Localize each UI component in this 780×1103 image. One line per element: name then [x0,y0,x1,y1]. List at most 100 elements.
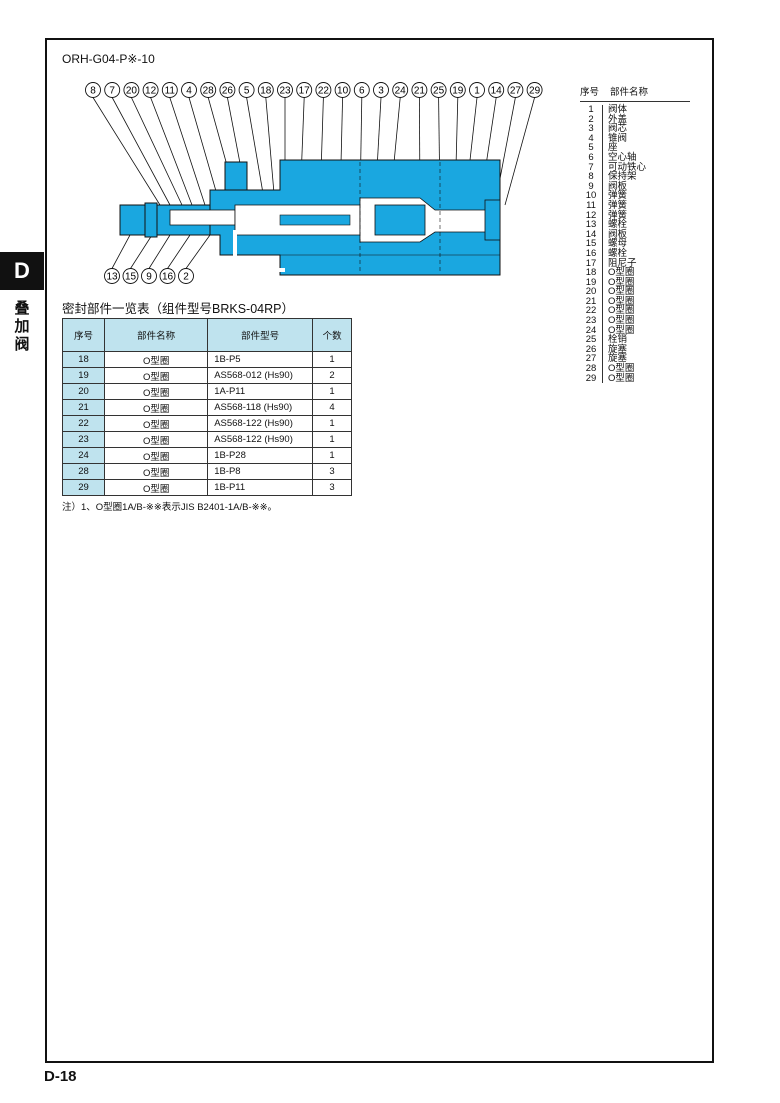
callout-circle [178,268,194,284]
part-no: 26 [585,343,597,355]
callout-leader [130,234,153,269]
cell-qty: 2 [312,367,352,384]
cell-name: O型圈 [104,431,209,448]
callout-circle [85,82,101,98]
section-label-char: 叠 [14,300,30,317]
part-no: 13 [585,219,597,231]
seal-table-title: 密封部件一览表（组件型号BRKS-04RP） [62,302,294,316]
part-no: 7 [588,161,594,173]
callout-label: 10 [337,86,349,97]
cell-model: AS568-012 (Hs90) [207,367,314,384]
callout-label: 22 [318,86,330,97]
cell-name: O型圈 [104,415,209,432]
callout-circle [122,268,139,284]
header-model: 部件型号 [207,318,314,352]
part-no: 1 [588,104,594,115]
cell-name: O型圈 [104,479,209,496]
callout-label: 27 [510,86,522,97]
cell-model: AS568-122 (Hs90) [207,415,314,432]
cell-model: AS568-122 (Hs90) [207,431,314,448]
callout-circle [296,82,313,98]
part-name: 螺栓 [602,249,627,259]
parts-header-no: 序号 [580,87,600,98]
part-name: 阀芯 [602,124,627,134]
callout-label: 11 [165,86,176,97]
cell-qty: 3 [312,479,352,496]
part-name: O型圈 [602,374,634,384]
callout-label: 25 [433,86,445,97]
callout-label: 4 [186,86,192,97]
callout-label: 16 [162,272,174,283]
part-no: 12 [585,209,597,221]
callout-circle [159,268,176,284]
callout-circle [238,82,255,98]
part-name: 旋塞 [602,354,627,365]
part-no: 23 [585,315,597,327]
part-name: 锥阀 [602,134,627,144]
part-name: 螺母 [602,239,627,249]
part-name: 弹簧 [602,191,627,201]
part-name: 阻尼子 [602,258,637,269]
callout-circle [142,82,159,98]
cell-no: 18 [61,351,106,368]
callout-circle [123,82,140,98]
callout-circle [411,82,428,98]
part-no: 15 [585,238,597,250]
part-no: 2 [588,113,594,125]
part-name: 座 [602,143,618,153]
part-name: 螺栓 [602,220,627,230]
callout-leader [169,97,206,206]
callout-label: 20 [126,86,138,97]
cell-qty: 1 [312,383,352,400]
header-name: 部件名称 [104,318,209,352]
callout-label: 14 [491,86,503,97]
callout-circle [161,82,178,98]
callout-label: 21 [414,86,426,97]
part-no: 9 [588,180,594,192]
cell-no: 22 [61,415,106,432]
part-name: 阀板 [602,182,627,192]
callout-circle [488,82,505,98]
part-no: 27 [585,353,597,365]
part-no: 24 [585,324,597,336]
part-no: 18 [585,267,597,279]
callout-label: 3 [378,86,384,97]
part-no: 3 [588,123,594,135]
part-name: O型圈 [602,297,634,307]
part-name: O型圈 [602,364,634,374]
callout-label: 15 [125,272,137,283]
part-name: 旋塞 [602,345,627,355]
page-frame [45,38,714,1063]
callout-label: 12 [145,86,157,97]
cell-name: O型圈 [104,447,209,464]
section-tab: D [0,252,44,290]
callout-label: 13 [106,272,118,283]
callout-circle [469,82,485,98]
cell-name: O型圈 [104,367,209,384]
part-name: 可动铁心 [602,162,646,173]
list-item: 27 旋塞 [580,353,690,365]
callout-label: 7 [109,86,115,97]
callout-circle [507,82,524,98]
part-name: 弹簧 [602,210,627,221]
cell-model: 1B-P28 [207,447,314,464]
model-title: ORH-G04-P※-10 [62,52,155,66]
part-no: 10 [585,190,597,202]
callout-circle [353,82,370,98]
callout-circle [200,82,217,98]
